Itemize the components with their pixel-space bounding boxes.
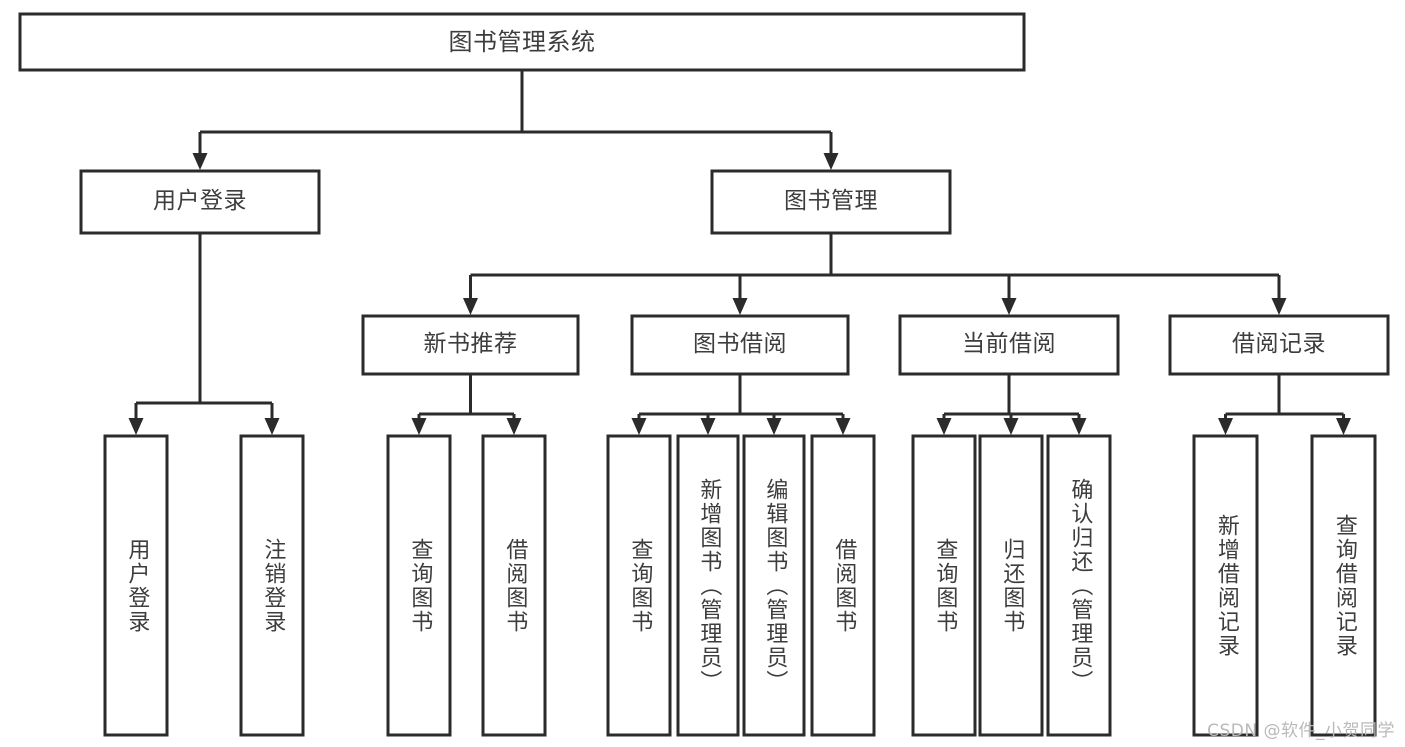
node-注销登录-box[interactable] [239, 434, 305, 737]
arrow-head-icon [264, 418, 280, 435]
node-当前借阅-box[interactable] [898, 314, 1120, 376]
node-查询借阅记录-box[interactable] [1310, 434, 1377, 737]
arrow-head-icon [835, 418, 851, 435]
arrow-head-icon [1003, 418, 1019, 435]
node-借阅图书-label: 借阅图书 [831, 537, 857, 634]
node-借阅记录-label: 借阅记录 [1232, 331, 1326, 358]
node-用户登录-box[interactable] [79, 169, 321, 235]
arrow-head-icon [1336, 418, 1351, 435]
node-图书借阅-label: 图书借阅 [693, 331, 787, 358]
node-新书推荐-label: 新书推荐 [423, 331, 518, 358]
node-编辑图书管理员-label: 编辑图书（管理员） [762, 477, 788, 694]
node-借阅图书-box[interactable] [810, 434, 876, 737]
node-借阅图书-box[interactable] [481, 434, 547, 737]
node-归还图书-box[interactable] [978, 434, 1044, 737]
node-归还图书-label: 归还图书 [999, 537, 1025, 634]
node-新书推荐-box[interactable] [361, 314, 580, 376]
node-图书管理系统-box[interactable] [18, 12, 1026, 72]
arrow-head-icon [1271, 298, 1287, 315]
arrow-head-icon [700, 418, 716, 435]
watermark-text: CSDN @软件_小贺同学 [1207, 721, 1395, 741]
arrow-head-icon [128, 418, 144, 435]
arrow-head-icon [1218, 418, 1233, 435]
node-用户登录-label: 用户登录 [124, 537, 150, 634]
arrow-head-icon [631, 418, 647, 435]
node-图书借阅-box[interactable] [630, 314, 850, 376]
node-注销登录-label: 注销登录 [260, 537, 286, 634]
node-新增借阅记录-box[interactable] [1192, 434, 1259, 737]
arrow-head-icon [936, 418, 952, 435]
node-确认归还管理员-box[interactable] [1046, 434, 1112, 737]
node-借阅记录-box[interactable] [1168, 314, 1390, 376]
node-用户登录-box[interactable] [103, 434, 169, 737]
arrow-head-icon [766, 418, 782, 435]
node-查询借阅记录-label: 查询借阅记录 [1331, 513, 1357, 658]
node-查询图书-label: 查询图书 [627, 537, 653, 634]
node-图书管理-label: 图书管理 [784, 188, 878, 215]
node-新增图书管理员-box[interactable] [676, 434, 740, 737]
node-图书管理系统-label: 图书管理系统 [448, 27, 596, 56]
arrow-head-icon [411, 418, 427, 435]
node-编辑图书管理员-box[interactable] [742, 434, 806, 737]
connector-layer [128, 70, 1351, 435]
arrow-head-icon [192, 153, 208, 170]
node-当前借阅-label: 当前借阅 [962, 331, 1056, 358]
node-新增借阅记录-label: 新增借阅记录 [1213, 513, 1239, 658]
node-查询图书-box[interactable] [911, 434, 977, 737]
arrow-head-icon [1071, 418, 1087, 435]
arrow-head-icon [823, 153, 839, 170]
node-查询图书-box[interactable] [386, 434, 452, 737]
node-查询图书-box[interactable] [606, 434, 672, 737]
node-图书管理-box[interactable] [710, 169, 952, 235]
node-用户登录-label: 用户登录 [153, 188, 247, 215]
arrow-head-icon [463, 298, 478, 315]
node-查询图书-label: 查询图书 [932, 537, 958, 634]
node-确认归还管理员-label: 确认归还（管理员） [1067, 477, 1093, 694]
arrow-head-icon [732, 298, 748, 315]
node-查询图书-label: 查询图书 [407, 537, 433, 634]
node-新增图书管理员-label: 新增图书（管理员） [696, 477, 722, 694]
box-layer [18, 12, 1390, 737]
arrow-head-icon [506, 418, 522, 435]
arrow-head-icon [1001, 298, 1017, 315]
node-借阅图书-label: 借阅图书 [502, 537, 528, 634]
